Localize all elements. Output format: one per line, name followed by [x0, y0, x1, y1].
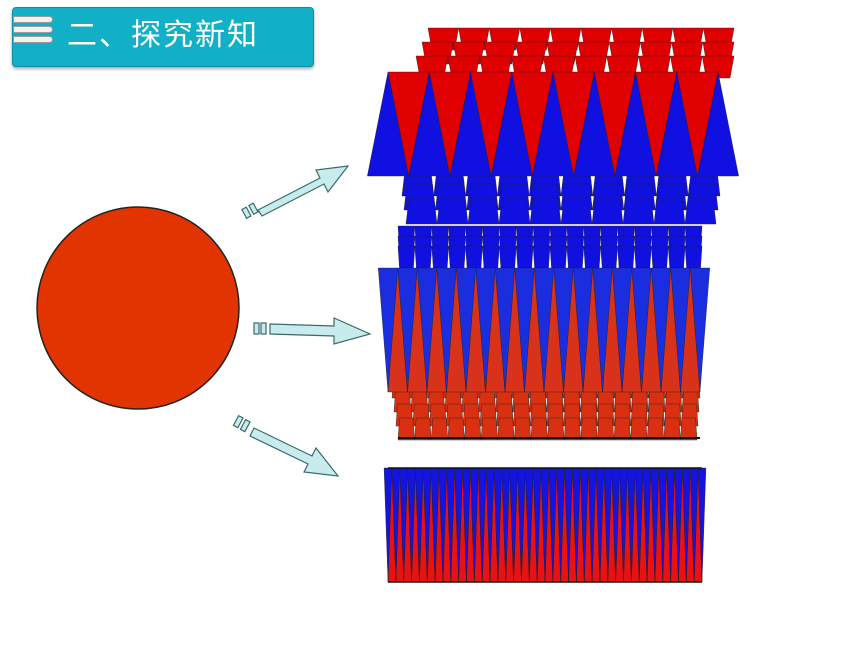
sector-slice-down — [475, 267, 496, 393]
sector-slice-down — [514, 267, 535, 393]
sector-slice — [530, 417, 548, 441]
sector-slice — [597, 417, 615, 441]
sector-slice — [497, 417, 515, 441]
sector-slice — [566, 245, 584, 269]
sector-slice-down — [456, 267, 476, 393]
sector-slice-down — [592, 267, 613, 393]
sector-slice — [684, 197, 717, 225]
sector-slice — [613, 417, 631, 441]
sector-slice-up — [449, 71, 492, 177]
sectors-arrangement-medium — [378, 225, 710, 441]
sector-slice-down — [417, 267, 437, 393]
sector-slice-down — [573, 267, 593, 393]
sector-slice — [563, 417, 581, 441]
circle-shape — [36, 206, 240, 410]
sector-slice — [448, 245, 466, 269]
sector-slice-down — [553, 267, 574, 393]
sector-slice — [617, 245, 635, 269]
sector-slice — [634, 245, 652, 269]
sector-slice-down — [378, 267, 398, 393]
sector-slice — [651, 245, 669, 269]
header-tab-decoration — [13, 26, 53, 33]
sector-slice — [516, 245, 534, 269]
sector-slice — [431, 245, 449, 269]
sector-slice — [591, 197, 624, 225]
sector-slice — [532, 245, 551, 269]
sector-slice — [668, 245, 686, 269]
sectors-arrangement-coarse — [367, 27, 739, 225]
sector-slice-down — [631, 267, 652, 393]
arrow-down-right — [232, 414, 340, 477]
sector-slice-up — [697, 71, 739, 177]
sector-slice-up — [532, 71, 574, 177]
sector-slice — [498, 197, 531, 225]
sector-slice — [464, 417, 482, 441]
header-tab-decoration — [13, 36, 53, 43]
sector-slice — [431, 417, 449, 441]
sector-slice-up — [655, 71, 698, 177]
sector-slice — [397, 417, 415, 441]
sector-slice — [436, 197, 469, 225]
sector-slice — [580, 417, 598, 441]
sector-slice — [600, 245, 618, 269]
sector-slice — [405, 197, 438, 225]
sector-slice-down — [612, 267, 632, 393]
sector-slice-down — [651, 267, 671, 393]
sector-slice — [630, 417, 648, 441]
sector-slice — [447, 417, 465, 441]
sector-slice — [499, 245, 517, 269]
arrow-right — [253, 317, 372, 345]
sector-slice-up — [573, 71, 616, 177]
sector-slice — [583, 245, 601, 269]
sector-slice — [414, 245, 432, 269]
arrow-up-right — [241, 165, 350, 220]
sector-slice — [549, 245, 568, 269]
sector-slice — [622, 197, 655, 225]
sector-slice — [680, 417, 698, 441]
sector-slice-up — [614, 71, 657, 177]
sector-slice — [547, 417, 565, 441]
sector-slice — [397, 245, 416, 269]
sector-slice-down — [397, 267, 418, 393]
sector-slice-up — [490, 71, 533, 177]
sectors-arrangement-fine — [383, 467, 707, 583]
sector-slice — [560, 197, 593, 225]
header-tab-decoration — [13, 16, 53, 23]
sector-slice — [684, 245, 703, 269]
sector-slice-down — [534, 267, 554, 393]
sector-slice — [653, 197, 686, 225]
section-header: 二、探究新知 — [12, 7, 314, 67]
sector-slice — [465, 245, 483, 269]
sector-slice — [467, 197, 500, 225]
sector-slice — [480, 417, 498, 441]
sector-slice-down — [495, 267, 515, 393]
sector-slice — [482, 245, 500, 269]
sector-slice — [414, 417, 432, 441]
sector-slice-down — [690, 267, 710, 393]
section-title: 二、探究新知 — [67, 18, 259, 53]
sector-slice — [646, 417, 664, 441]
sector-slice — [663, 417, 681, 441]
sector-slice — [529, 197, 562, 225]
sector-slice-up — [367, 71, 409, 177]
sector-slice-down — [670, 267, 691, 393]
sector-slice-down — [436, 267, 457, 393]
sector-slice-up — [408, 71, 451, 177]
sector-slice — [514, 417, 532, 441]
